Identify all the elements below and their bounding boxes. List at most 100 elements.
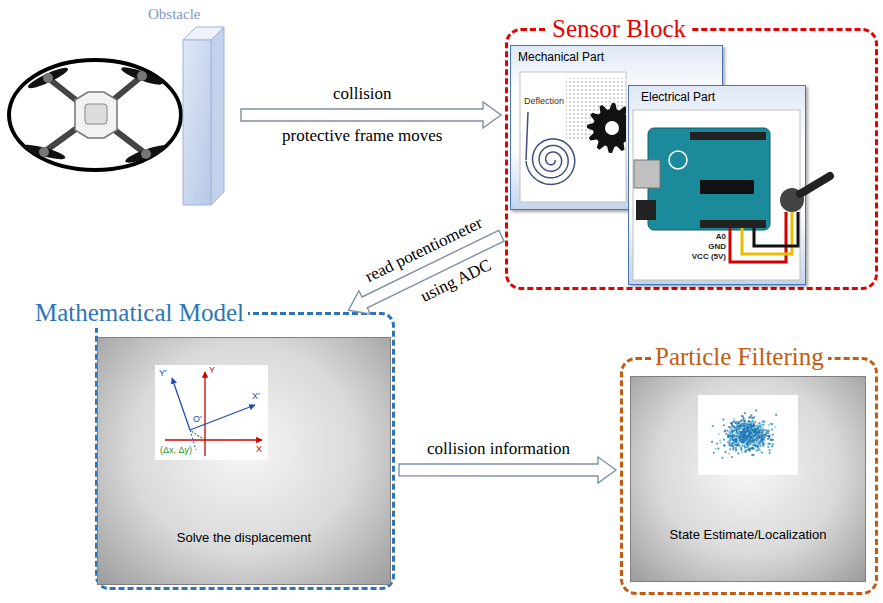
particle-scatter: [747, 446, 749, 448]
particle-scatter: [762, 434, 764, 436]
particle-scatter: [746, 440, 748, 442]
particle-scatter: [742, 431, 744, 433]
particle-scatter: [728, 442, 730, 444]
particle-scatter: [772, 439, 774, 441]
particle-scatter: [771, 428, 773, 430]
particle-scatter: [698, 395, 798, 475]
particle-scatter: [739, 425, 741, 427]
pin-name: A0: [716, 232, 726, 242]
particle-scatter: [723, 438, 725, 440]
particle-scatter: [752, 425, 754, 427]
particle-scatter: [757, 425, 759, 427]
particle-scatter: [741, 445, 743, 447]
spring-gear-drawing: [520, 72, 637, 202]
particle-scatter: [727, 436, 729, 438]
particle-scatter: [746, 437, 748, 439]
arduino-drawing: [633, 110, 830, 280]
particle-scatter: [764, 421, 766, 423]
particle-scatter: [765, 434, 767, 436]
particle-scatter: [763, 429, 765, 431]
spring-gear-drawing: [526, 139, 575, 184]
particle-scatter: [729, 432, 731, 434]
particle-scatter: [759, 427, 761, 429]
particle-scatter: [774, 426, 776, 428]
particle-scatter: [750, 421, 752, 423]
particle-scatter: [737, 444, 739, 446]
panel-title: Electrical Part: [641, 90, 715, 105]
particle-scatter: [762, 443, 764, 445]
particle-scatter: [750, 414, 752, 416]
particle-scatter: [736, 421, 738, 423]
particle-scatter: [730, 422, 732, 424]
particle-scatter: [749, 436, 751, 438]
particle-scatter: [770, 438, 772, 440]
particle-scatter: [736, 445, 738, 447]
axis-label: X': [252, 391, 260, 401]
particle-scatter: [713, 452, 715, 454]
particle-scatter: [736, 438, 738, 440]
coordinate-drawing: [155, 365, 268, 460]
particle-scatter: [740, 436, 742, 438]
particle-scatter: [740, 420, 742, 422]
coordinate-drawing: [165, 439, 262, 440]
particle-scatter: [768, 424, 770, 426]
particle-scatter: [744, 443, 746, 445]
particle-scatter: [719, 442, 721, 444]
axis-label: X: [256, 444, 262, 454]
drone-illustration: [85, 104, 107, 124]
particle-scatter: [743, 441, 745, 443]
drone-illustration: [124, 142, 168, 166]
spring-gear-drawing: [587, 103, 626, 153]
pin-name: VCC (5V): [692, 252, 726, 262]
particle-scatter: [754, 428, 756, 430]
particle-scatter: [731, 456, 733, 458]
particle-scatter: [735, 447, 737, 449]
particle-scatter: [771, 423, 773, 425]
particle-scatter: [729, 431, 731, 433]
particle-scatter: [728, 452, 730, 454]
label-holder: Y': [159, 368, 167, 378]
displacement-label: (Δx, Δy): [160, 445, 192, 455]
particle-scatter: [727, 442, 729, 444]
particle-scatter: [744, 420, 746, 422]
particle-scatter: [759, 445, 761, 447]
particle-scatter: [750, 436, 752, 438]
particle-scatter: [745, 434, 747, 436]
arduino-drawing: [633, 110, 800, 280]
label-holder: O': [193, 414, 202, 424]
panel-caption: State Estimate/Localization: [670, 527, 827, 543]
particle-scatter: [698, 395, 798, 475]
particle-scatter: [737, 435, 739, 437]
block-heading: Sensor Block: [548, 14, 690, 44]
particle-scatter: [724, 444, 726, 446]
particle-scatter: [748, 435, 750, 437]
particle-scatter: [754, 421, 756, 423]
particle-scatter: [754, 425, 756, 427]
particle-scatter: [742, 422, 744, 424]
particle-scatter: [735, 438, 737, 440]
particle-scatter: [750, 423, 752, 425]
particle-scatter: [732, 434, 734, 436]
particle-scatter: [735, 437, 737, 439]
particle-scatter: [747, 446, 749, 448]
particle-scatter: [748, 423, 750, 425]
particle-scatter: [745, 431, 747, 433]
arduino-drawing: [800, 176, 830, 194]
particle-scatter: [757, 427, 759, 429]
particle-scatter: [739, 433, 741, 435]
particle-scatter: [743, 436, 745, 438]
label-holder: protective frame moves: [280, 126, 445, 146]
particle-scatter: [736, 424, 738, 426]
particle-scatter: [732, 439, 734, 441]
particle-scatter: [746, 428, 748, 430]
particle-scatter: [754, 438, 756, 440]
obstacle-block: [211, 27, 224, 205]
particle-scatter: [752, 447, 754, 449]
particle-scatter: [732, 435, 734, 437]
arduino-drawing: [700, 220, 766, 228]
particle-scatter: [737, 452, 739, 454]
particle-scatter: [748, 416, 750, 418]
label-holder: X': [252, 391, 260, 401]
particle-scatter: [743, 440, 745, 442]
